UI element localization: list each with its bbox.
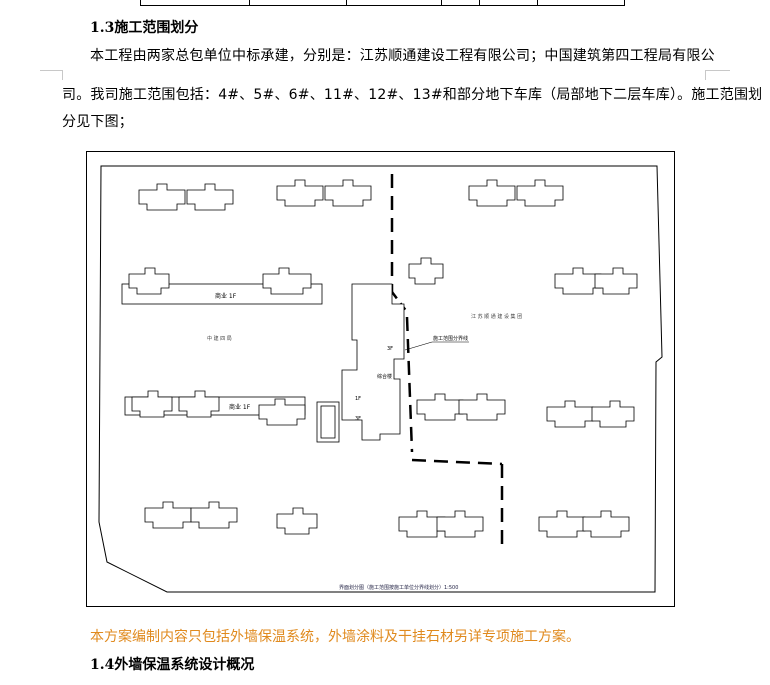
residential-building — [258, 398, 306, 426]
residential-building — [458, 393, 506, 421]
residential-building — [516, 179, 564, 207]
table-cell-divider — [346, 0, 347, 6]
table-cell-divider — [479, 0, 480, 6]
residential-building — [190, 501, 238, 529]
paragraph-line-2: 司。我司施工范围包括：4#、5#、6#、11#、12#、13#和部分地下车库（局… — [62, 87, 763, 103]
residential-building — [178, 390, 220, 418]
residential-building — [276, 507, 318, 535]
label-zone-left: 中 建 四 局 — [207, 335, 232, 342]
residential-building — [324, 179, 372, 207]
complex-building — [341, 283, 405, 441]
residential-building — [554, 267, 602, 295]
residential-building — [408, 257, 444, 285]
paragraph-line-3: 分见下图； — [62, 114, 133, 130]
residential-building — [186, 183, 234, 211]
table-remnant — [140, 0, 625, 6]
section-heading-1-4: 1.4外墙保温系统设计概况 — [90, 657, 255, 673]
residential-building — [128, 267, 170, 295]
residential-building — [138, 183, 186, 211]
callout-leader — [404, 341, 433, 351]
site-plan-figure: 商业 1F 商业 1F 中 建 四 局 江 苏 顺 通 建 设 集 团 综合楼 … — [86, 151, 675, 607]
label-commercial-mid: 商业 1F — [229, 403, 251, 411]
residential-building — [144, 501, 192, 529]
margin-mark — [62, 70, 63, 80]
site-plan-drawing: 商业 1F 商业 1F 中 建 四 局 江 苏 顺 通 建 设 集 团 综合楼 … — [98, 165, 663, 593]
residential-building — [546, 400, 594, 428]
residential-building — [436, 510, 484, 538]
residential-building — [538, 510, 586, 538]
label-callout: 施工范围分界线 — [433, 335, 468, 342]
table-cell-divider — [537, 0, 538, 6]
residential-building — [262, 267, 312, 295]
residential-building — [468, 179, 516, 207]
paragraph-line-1: 本工程由两家总包单位中标承建，分别是：江苏顺通建设工程有限公司；中国建筑第四工程… — [90, 48, 715, 64]
label-complex: 综合楼 — [377, 373, 392, 380]
label-3f-b: 3F — [355, 416, 361, 422]
residential-building — [416, 393, 464, 421]
margin-mark — [705, 70, 706, 80]
margin-mark — [705, 70, 730, 71]
figure-caption: 界面划分图（施工范围按施工单位分界线划分）1:500 — [339, 584, 458, 591]
label-3f: 3F — [387, 346, 393, 352]
residential-building — [276, 179, 324, 207]
label-zone-right: 江 苏 顺 通 建 设 集 团 — [471, 313, 522, 320]
label-1f: 1F — [355, 396, 361, 402]
table-cell-divider — [441, 0, 442, 6]
table-cell-divider — [249, 0, 250, 6]
residential-building — [131, 390, 173, 418]
residential-building — [591, 400, 635, 428]
residential-building — [594, 267, 638, 295]
label-commercial-top: 商业 1F — [215, 292, 237, 300]
residential-building — [582, 510, 630, 538]
orange-note: 本方案编制内容只包括外墙保温系统，外墙涂料及干挂石材另详专项施工方案。 — [90, 629, 580, 645]
small-building-inner — [320, 405, 336, 439]
site-boundary — [98, 165, 663, 593]
margin-mark — [40, 70, 62, 71]
section-heading-1-3: 1.3施工范围划分 — [90, 20, 199, 36]
buildings — [121, 179, 638, 538]
boundary-dashed-line — [390, 174, 504, 552]
